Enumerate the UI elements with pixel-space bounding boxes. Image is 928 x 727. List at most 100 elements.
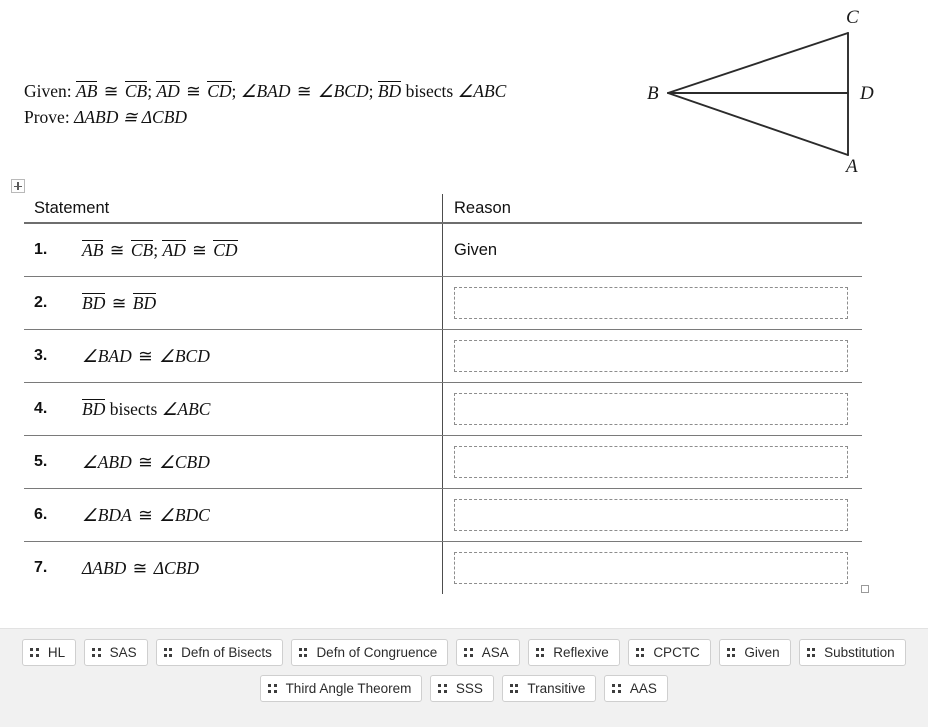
drag-handle-icon[interactable] (268, 684, 277, 693)
reason-dropzone-7[interactable] (454, 552, 848, 584)
grip-dot (273, 684, 277, 688)
stmt4-term-2: ∠ABC (161, 398, 211, 419)
tile-label: CPCTC (653, 645, 700, 660)
grip-dot (812, 653, 816, 657)
statement-cell-6: 6.∠BDA ≅ ∠BDC (24, 489, 442, 541)
reason-tile-defn-of-bisects[interactable]: Defn of Bisects (155, 639, 283, 666)
prove-label: Prove: (24, 107, 70, 127)
drag-handle-icon[interactable] (298, 648, 308, 657)
drag-handle-icon[interactable] (535, 648, 545, 657)
reason-dropzone-6[interactable] (454, 499, 848, 531)
congruence-symbol: ≅ (192, 239, 207, 260)
table-move-handle[interactable] (11, 179, 25, 193)
vertex-label-D: D (859, 83, 874, 104)
reason-dropzone-3[interactable] (454, 340, 848, 372)
stmt3-term-2: ∠BCD (159, 345, 210, 366)
reason-cell-4[interactable] (442, 383, 862, 435)
reason-tile-given[interactable]: Given (718, 639, 791, 666)
segment-cd: CD (213, 239, 238, 260)
drag-handle-icon[interactable] (726, 648, 736, 657)
reason-tile-cpctc[interactable]: CPCTC (627, 639, 711, 666)
reason-cell-1: Given (442, 224, 862, 276)
segment-bd: BD (132, 292, 157, 313)
tile-label: Substitution (824, 645, 895, 660)
grip-dot (726, 648, 730, 652)
drag-handle-icon[interactable] (92, 648, 101, 657)
reason-cell-2[interactable] (442, 277, 862, 329)
tile-label: SAS (109, 645, 137, 660)
drag-handle-icon[interactable] (464, 648, 473, 657)
vertex-label-C: C (846, 7, 859, 28)
tile-label: Reflexive (553, 645, 609, 660)
drag-handle-icon[interactable] (438, 684, 447, 693)
reason-tile-asa[interactable]: ASA (456, 639, 520, 666)
reason-tile-substitution[interactable]: Substitution (798, 639, 906, 666)
grip-dot (163, 648, 167, 652)
row-number: 3. (34, 347, 48, 364)
diagram-edge-BC (667, 32, 849, 94)
grip-dot (97, 648, 101, 652)
reason-tile-defn-of-congruence[interactable]: Defn of Congruence (290, 639, 449, 666)
reason-cell-6[interactable] (442, 489, 862, 541)
grip-dot (268, 684, 272, 688)
reason-dropzone-2[interactable] (454, 287, 848, 319)
reason-cell-3[interactable] (442, 330, 862, 382)
reason-tile-transitive[interactable]: Transitive (501, 675, 597, 702)
drag-handle-icon[interactable] (163, 648, 173, 657)
reason-tile-aas[interactable]: AAS (604, 675, 668, 702)
grip-dot (515, 684, 519, 688)
reason-tile-third-angle-theorem[interactable]: Third Angle Theorem (260, 675, 423, 702)
reason-tile-sss[interactable]: SSS (430, 675, 494, 702)
grip-dot (635, 653, 639, 657)
table-resize-handle[interactable] (861, 585, 869, 593)
drag-handle-icon[interactable] (509, 684, 519, 693)
reason-tile-reflexive[interactable]: Reflexive (527, 639, 620, 666)
grip-dot (806, 648, 810, 652)
segment-bd: BD (82, 398, 106, 419)
reason-cell-5[interactable] (442, 436, 862, 488)
reason-tile-sas[interactable]: SAS (84, 639, 148, 666)
tile-row-1: HL SAS Defn of Bisects Defn of Congruence AS… (0, 639, 928, 666)
given-text-3: ; (147, 81, 153, 101)
statement-text: ∠ABD ≅ ∠CBD (82, 452, 210, 473)
grip-dot (30, 653, 34, 657)
drag-handle-icon[interactable] (635, 648, 645, 657)
grip-dot (541, 653, 545, 657)
reason-tile-hl[interactable]: HL (22, 639, 77, 666)
reason-dropzone-4[interactable] (454, 393, 848, 425)
drag-handle-icon[interactable] (30, 648, 39, 657)
reason-tile-tray: HL SAS Defn of Bisects Defn of Congruence AS… (0, 628, 928, 727)
reason-dropzone-5[interactable] (454, 446, 848, 478)
stmt3-term-0: ∠BAD (82, 345, 132, 366)
statement-cell-1: 1.AB ≅ CB; AD ≅ CD (24, 224, 442, 276)
segment-cb: CB (124, 81, 148, 101)
grip-dot (30, 648, 34, 652)
stmt5-term-2: ∠CBD (159, 451, 210, 472)
table-header-row: Statement Reason (24, 194, 862, 224)
congruence-symbol: ≅ (138, 451, 153, 472)
given-term-10: ∠BCD (317, 81, 369, 101)
grip-dot (443, 689, 447, 693)
row-number: 1. (34, 241, 48, 258)
grip-dot (92, 648, 96, 652)
drag-handle-icon[interactable] (806, 648, 816, 657)
segment-bd: BD (377, 81, 402, 101)
drag-handle-icon[interactable] (612, 684, 621, 693)
grip-dot (806, 653, 810, 657)
grip-dot (641, 653, 645, 657)
row-number: 5. (34, 453, 48, 470)
vertex-label-A: A (844, 156, 858, 177)
congruence-symbol: ≅ (138, 345, 153, 366)
given-text-11: ; (368, 81, 374, 101)
grip-dot (273, 689, 277, 693)
reason-cell-7[interactable] (442, 542, 862, 594)
statement-cell-4: 4.BD bisects ∠ABC (24, 383, 442, 435)
header-label-statement: Statement (34, 198, 110, 217)
prove-line: Prove: ΔABD ≅ ΔCBD (24, 104, 624, 130)
grip-dot (732, 648, 736, 652)
given-text-13: bisects (405, 81, 454, 101)
header-label-reason: Reason (454, 198, 511, 217)
table-row: 6.∠BDA ≅ ∠BDC (24, 489, 862, 542)
